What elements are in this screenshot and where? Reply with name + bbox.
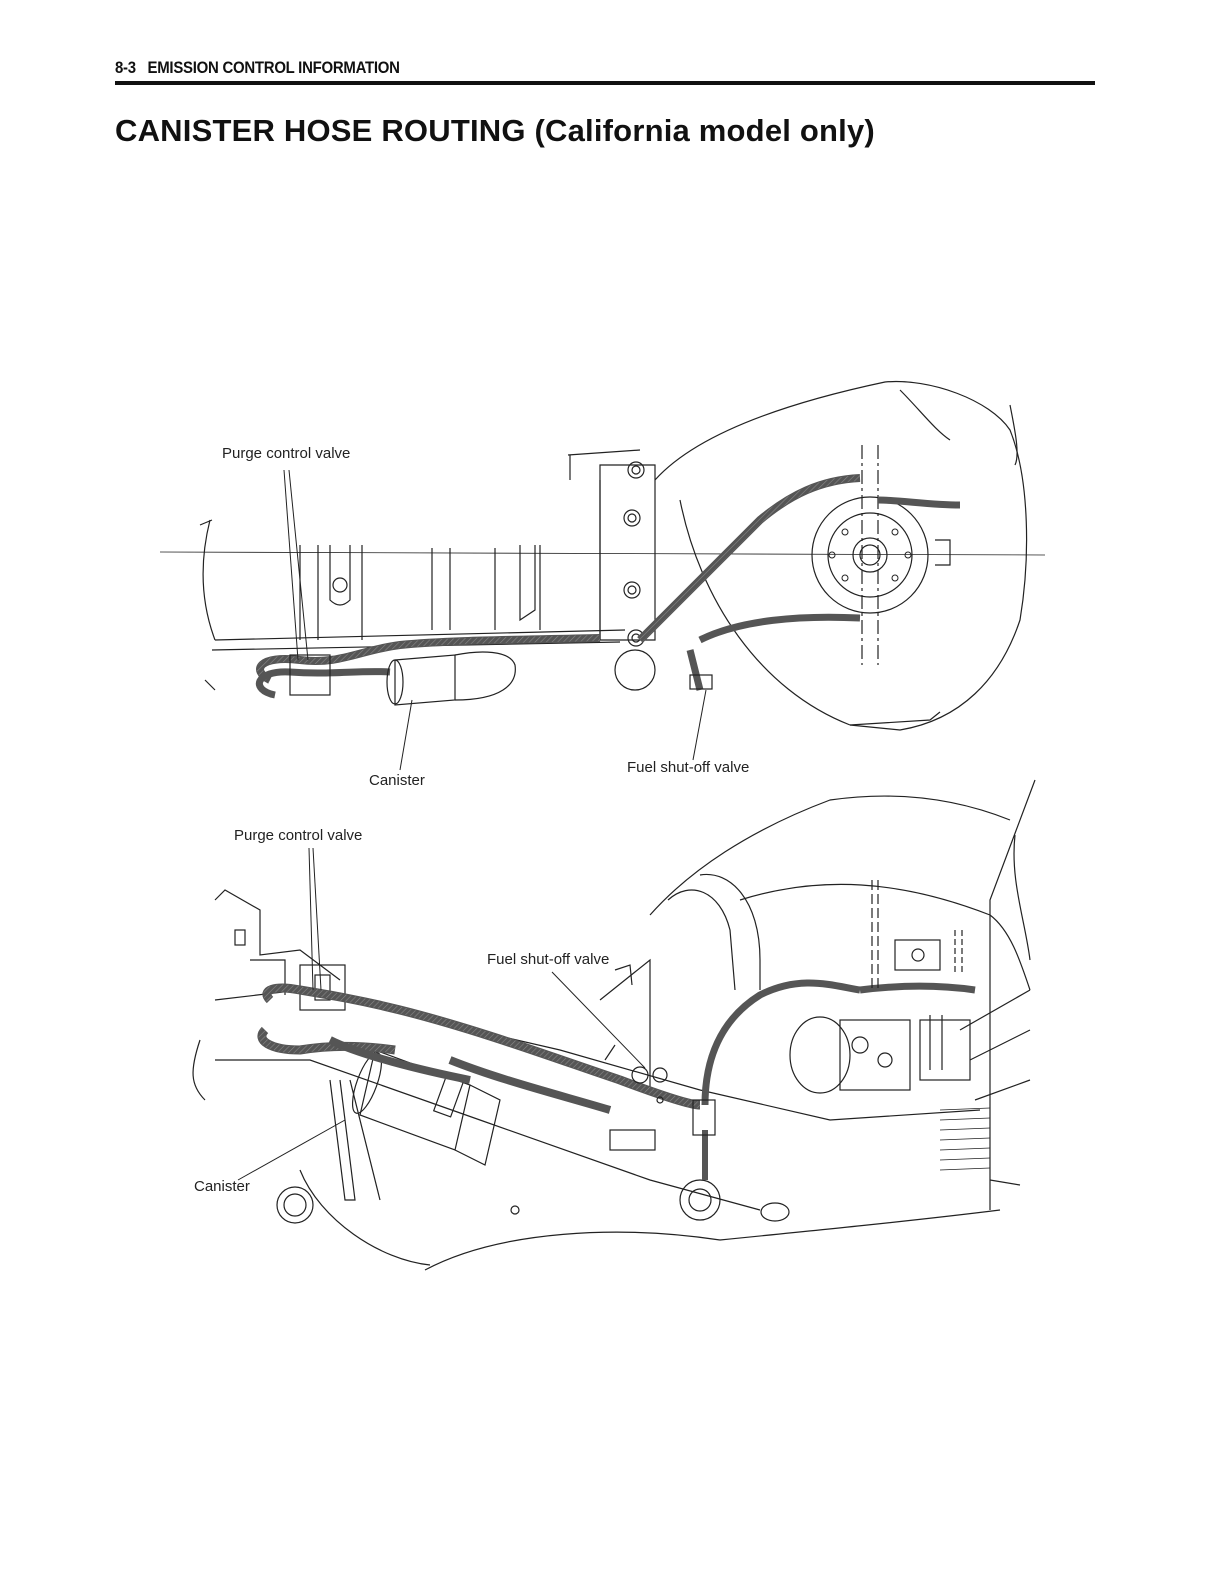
label-canister-bottom: Canister [194,1178,250,1195]
label-fuel-shutoff-valve-bottom: Fuel shut-off valve [487,951,609,968]
label-purge-control-valve-bottom: Purge control valve [234,827,362,844]
label-purge-control-valve-top: Purge control valve [222,445,350,462]
label-canister-top: Canister [369,772,425,789]
label-fuel-shutoff-valve-top: Fuel shut-off valve [627,759,749,776]
